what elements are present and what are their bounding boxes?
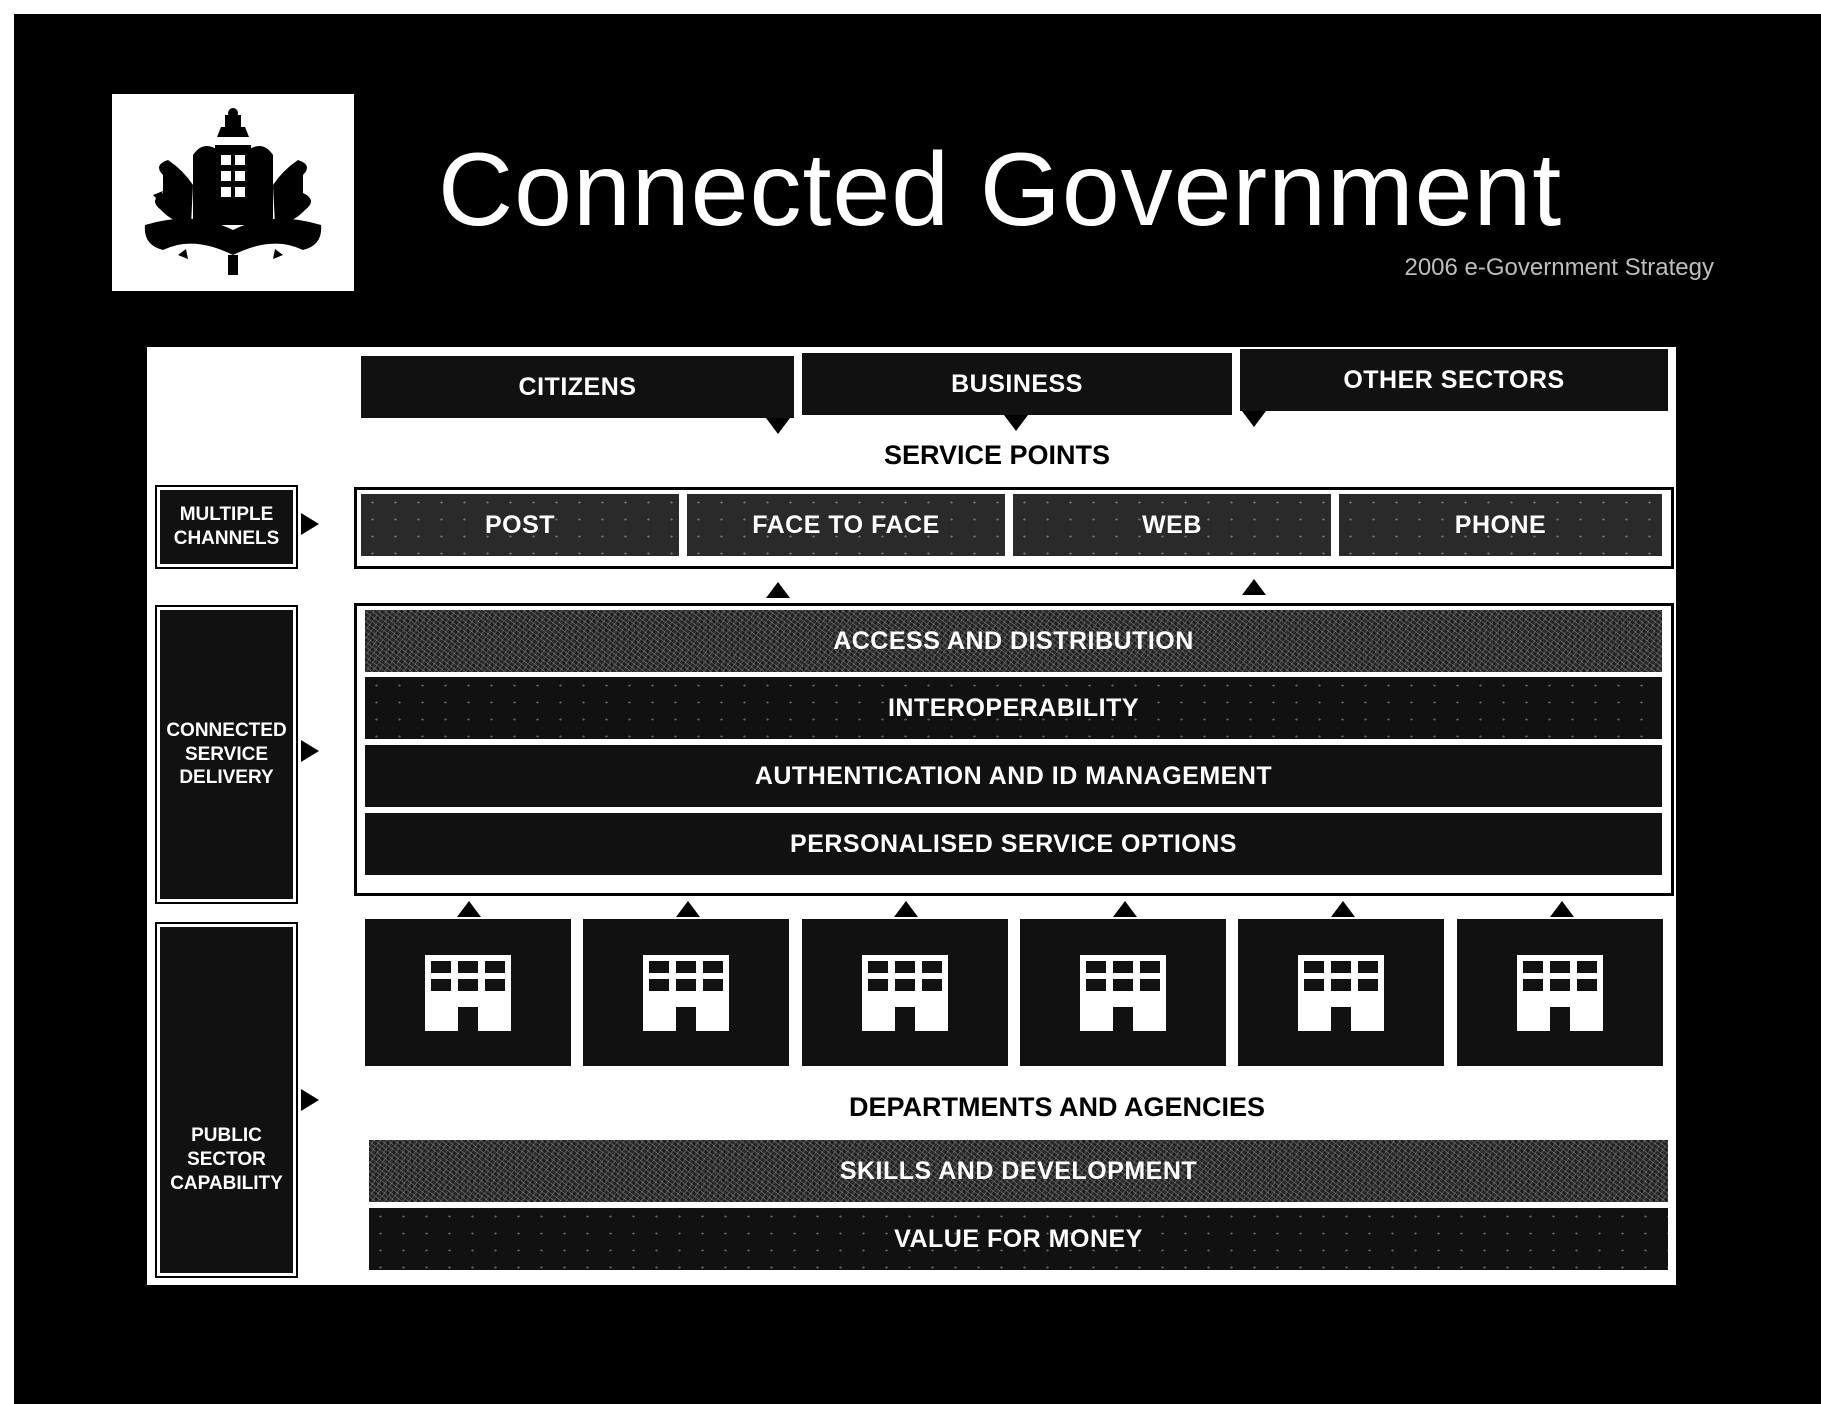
layer-authentication: AUTHENTICATION AND ID MANAGEMENT [365,745,1662,807]
department-tile [1457,919,1663,1066]
arrow-down-icon [1242,411,1266,427]
page-subtitle: 2006 e-Government Strategy [1404,254,1714,281]
departments-label: DEPARTMENTS AND AGENCIES [848,1092,1266,1122]
arrow-right-icon [301,740,319,762]
building-icon [1298,954,1384,1031]
arrow-right-icon [301,1089,319,1111]
arrow-down-icon [1004,415,1028,431]
department-tile [1238,919,1444,1066]
building-icon [862,954,948,1031]
side-label-line: PUBLIC [191,1125,262,1147]
department-tile [802,919,1008,1066]
service-points-label: SERVICE POINTS [883,440,1111,470]
channel-post: POST [361,494,679,556]
layer-skills-and-development: SKILLS AND DEVELOPMENT [369,1140,1668,1202]
arrow-up-icon [894,901,918,917]
arrow-up-icon [1113,901,1137,917]
side-label-line: CAPABILITY [170,1172,283,1194]
arrow-up-icon [766,582,790,598]
arrow-up-icon [457,901,481,917]
coat-of-arms-icon [112,94,354,291]
arrow-up-icon [1242,579,1266,595]
layer-access-and-distribution: ACCESS AND DISTRIBUTION [365,610,1662,672]
channel-phone: PHONE [1339,494,1662,556]
diagram-panel: CITIZENS BUSINESS OTHER SECTORS SERVICE … [147,347,1676,1285]
side-label-line: SECTOR [187,1149,266,1171]
page-title: Connected Government [438,132,1563,248]
building-icon [425,954,511,1031]
layer-interoperability: INTEROPERABILITY [365,677,1662,739]
stakeholder-citizens: CITIZENS [361,356,794,418]
arrow-up-icon [1331,901,1355,917]
building-icon [1517,954,1603,1031]
department-tile [365,919,571,1066]
building-icon [1080,954,1166,1031]
department-tile [1020,919,1226,1066]
channel-face-to-face: FACE TO FACE [687,494,1005,556]
side-label-line: DELIVERY [179,767,274,789]
channel-web: WEB [1013,494,1331,556]
layer-value-for-money: VALUE FOR MONEY [369,1208,1668,1270]
side-label-line: SERVICE [184,743,269,765]
arrow-down-icon [766,418,790,434]
arrow-up-icon [676,901,700,917]
department-tile [583,919,789,1066]
layer-personalised-service: PERSONALISED SERVICE OPTIONS [365,813,1662,875]
building-icon [643,954,729,1031]
stakeholder-business: BUSINESS [802,353,1232,415]
slide: Connected Government 2006 e-Government S… [14,14,1821,1404]
arrow-up-icon [1550,901,1574,917]
arrow-right-icon [301,513,319,535]
side-label-line: CHANNELS [173,528,280,549]
side-label-line: MULTIPLE [179,504,274,526]
side-label-line: CONNECTED [166,719,287,741]
stakeholder-other-sectors: OTHER SECTORS [1240,349,1668,411]
